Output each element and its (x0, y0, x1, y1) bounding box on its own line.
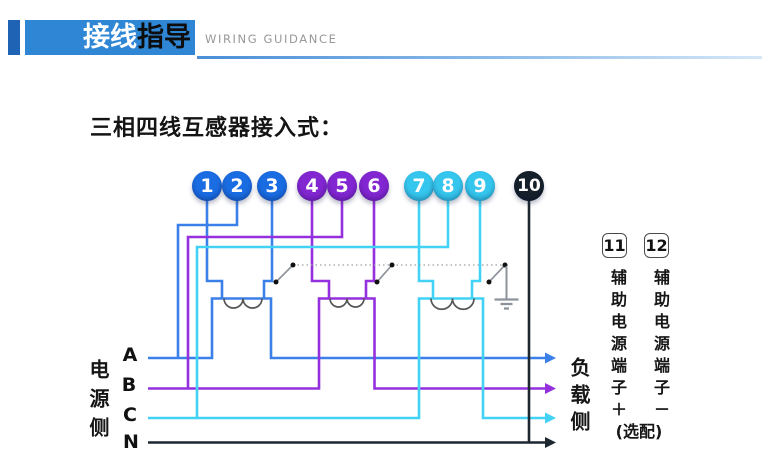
phase-a-arrow (545, 352, 556, 364)
phase-c-arrow (545, 412, 556, 424)
section-title: 三相四线互感器接入式： (90, 116, 344, 141)
terminal-4: 4 (297, 171, 327, 201)
header-badge: 接线指导 (25, 20, 195, 55)
header-underline (197, 56, 762, 59)
terminal-10: 10 (514, 171, 544, 201)
terminal-6: 6 (359, 171, 389, 201)
optional-note: (选配) (615, 422, 663, 441)
phase-c-label: C (123, 404, 137, 426)
aux-terminal-12-label: 辅助电源端子－ (651, 269, 670, 423)
terminal-8: 8 (433, 171, 463, 201)
phase-a-wires (148, 200, 556, 364)
ct-coil-2 (329, 298, 365, 308)
terminal-2: 2 (222, 171, 252, 201)
terminal-3: 3 (257, 171, 287, 201)
ct-coil-1 (223, 298, 263, 309)
aux-terminal-12: 12 (644, 233, 669, 258)
neutral-arrow (545, 437, 556, 448)
phase-b-arrow (545, 383, 556, 394)
terminal-5: 5 (327, 171, 357, 201)
neutral-label: N (123, 431, 139, 453)
phase-b-label: B (121, 374, 137, 396)
current-transformer-coils (223, 298, 475, 311)
source-side-label: 电源侧 (86, 359, 110, 446)
aux-terminal-11-label: 辅助电源端子＋ (608, 269, 627, 423)
terminal-9: 9 (465, 171, 495, 201)
load-side-label: 负载侧 (567, 357, 591, 438)
terminal-7: 7 (404, 171, 434, 201)
phase-c-wires (148, 200, 556, 424)
terminal-1: 1 (192, 171, 222, 201)
phase-a-label: A (122, 344, 138, 366)
header-subtitle: WIRING GUIDANCE (205, 32, 338, 46)
ct-coil-3 (430, 298, 475, 311)
aux-terminal-11: 11 (602, 233, 627, 258)
badge-text-primary: 接线 (83, 22, 137, 53)
badge-text-secondary: 指导 (137, 22, 191, 53)
phase-b-wires (148, 200, 556, 394)
neutral-wires (148, 200, 556, 448)
ground-icon (494, 266, 519, 310)
header-accent-bar (8, 20, 20, 55)
